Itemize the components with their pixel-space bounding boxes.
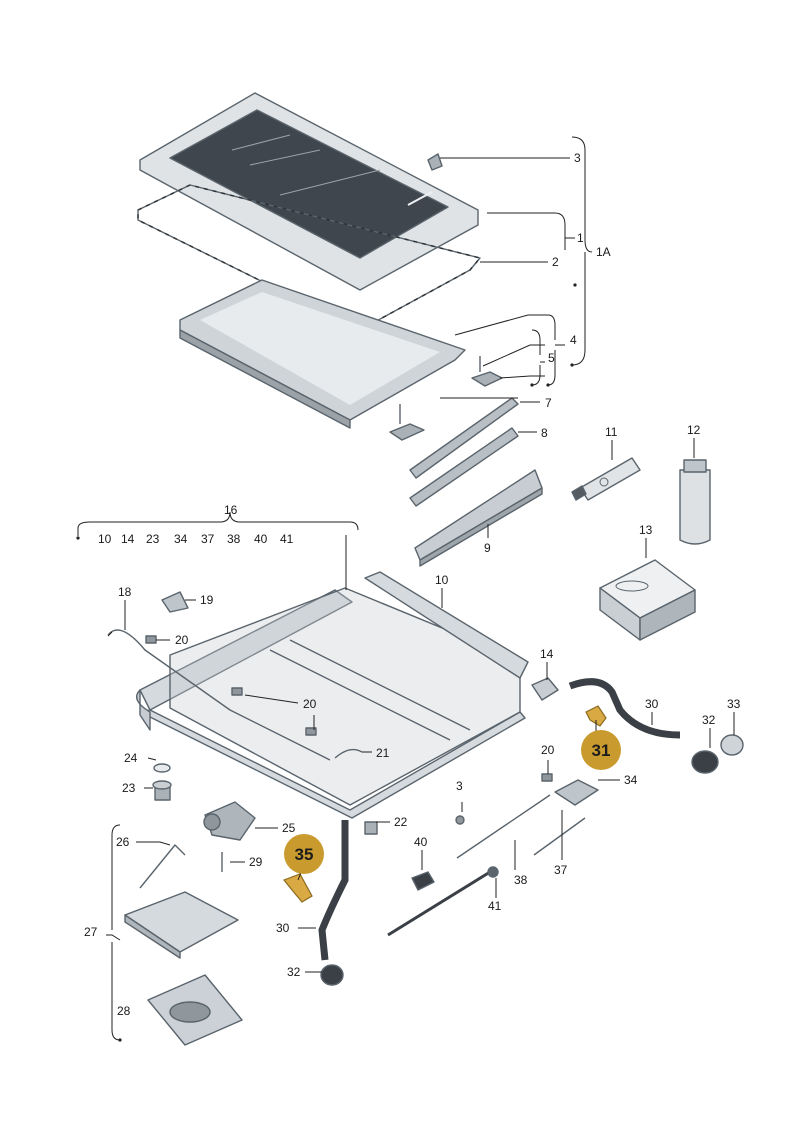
group-16-list: 10 14 23 34 37 38 40 41 <box>98 532 294 546</box>
label-25: 25 <box>282 821 296 835</box>
group-16-item: 38 <box>227 532 241 546</box>
motor-bracket-28 <box>147 974 243 1046</box>
small-clips-part <box>145 591 553 782</box>
label-8: 8 <box>541 426 548 440</box>
label-24: 24 <box>124 751 138 765</box>
label-5: 5 <box>548 351 555 365</box>
motor-part <box>203 801 256 872</box>
bracket-26 <box>139 844 186 889</box>
label-20-a: 20 <box>175 633 189 647</box>
label-1: 1 <box>577 231 584 245</box>
label-37: 37 <box>554 863 568 877</box>
guide-rails-part <box>409 397 543 567</box>
group-16-item: 14 <box>121 532 135 546</box>
label-23: 23 <box>122 781 136 795</box>
label-26: 26 <box>116 835 130 849</box>
glass-panel-part <box>139 92 479 291</box>
leader-lines <box>77 136 735 1041</box>
label-7: 7 <box>545 396 552 410</box>
label-20-c: 20 <box>541 743 555 757</box>
label-11: 11 <box>605 425 618 439</box>
fluid-bottle-part <box>679 459 711 545</box>
screw-washer-part <box>152 763 172 801</box>
label-30-b: 30 <box>276 921 290 935</box>
drain-hoses-part <box>318 678 681 961</box>
label-29: 29 <box>249 855 263 869</box>
label-34: 34 <box>624 773 638 787</box>
group-16-item: 40 <box>254 532 268 546</box>
group-16-item: 23 <box>146 532 160 546</box>
guide-piece-5 <box>389 356 503 441</box>
label-28: 28 <box>117 1004 131 1018</box>
kit-box-part <box>599 559 696 641</box>
label-9: 9 <box>484 541 491 555</box>
badge-31: 31 <box>581 730 621 770</box>
label-10: 10 <box>435 573 449 587</box>
group-16-item: 34 <box>174 532 188 546</box>
group-16-item: 37 <box>201 532 215 546</box>
highlighted-clips <box>283 705 607 903</box>
grease-tube-part <box>571 457 641 501</box>
label-16: 16 <box>224 503 238 517</box>
label-19: 19 <box>200 593 214 607</box>
label-41: 41 <box>488 899 502 913</box>
label-20-b: 20 <box>303 697 317 711</box>
seal-strip-18 <box>107 629 331 761</box>
label-40: 40 <box>414 835 428 849</box>
badge-31-text: 31 <box>592 741 611 760</box>
valves-part <box>320 734 744 986</box>
badge-35: 35 <box>284 834 324 874</box>
drive-mechanism-part <box>364 153 599 937</box>
label-38: 38 <box>514 873 528 887</box>
label-27: 27 <box>84 925 98 939</box>
label-2: 2 <box>552 255 559 269</box>
label-21: 21 <box>376 746 390 760</box>
label-13: 13 <box>639 523 653 537</box>
frame-seal-part <box>137 184 482 331</box>
label-4: 4 <box>570 333 577 347</box>
label-22: 22 <box>394 815 408 829</box>
label-12: 12 <box>687 423 701 437</box>
group-16-item: 10 <box>98 532 112 546</box>
label-1A: 1A <box>596 245 611 259</box>
label-14: 14 <box>540 647 554 661</box>
label-3-top: 3 <box>574 151 581 165</box>
sunroof-frame-part <box>136 571 529 819</box>
cover-plate-27 <box>124 891 239 959</box>
label-3-bottom: 3 <box>456 779 463 793</box>
connector-14 <box>531 677 559 701</box>
sunshade-part <box>179 279 466 429</box>
label-32-a: 32 <box>702 713 716 727</box>
label-18: 18 <box>118 585 132 599</box>
part-labels: 3 1 1A 2 4 5 7 8 9 11 12 13 16 10 14 18 … <box>84 151 741 1018</box>
badge-35-text: 35 <box>295 845 314 864</box>
label-32-b: 32 <box>287 965 301 979</box>
label-33: 33 <box>727 697 741 711</box>
label-30-a: 30 <box>645 697 659 711</box>
group-16-item: 41 <box>280 532 294 546</box>
leader-dots <box>76 283 577 1042</box>
